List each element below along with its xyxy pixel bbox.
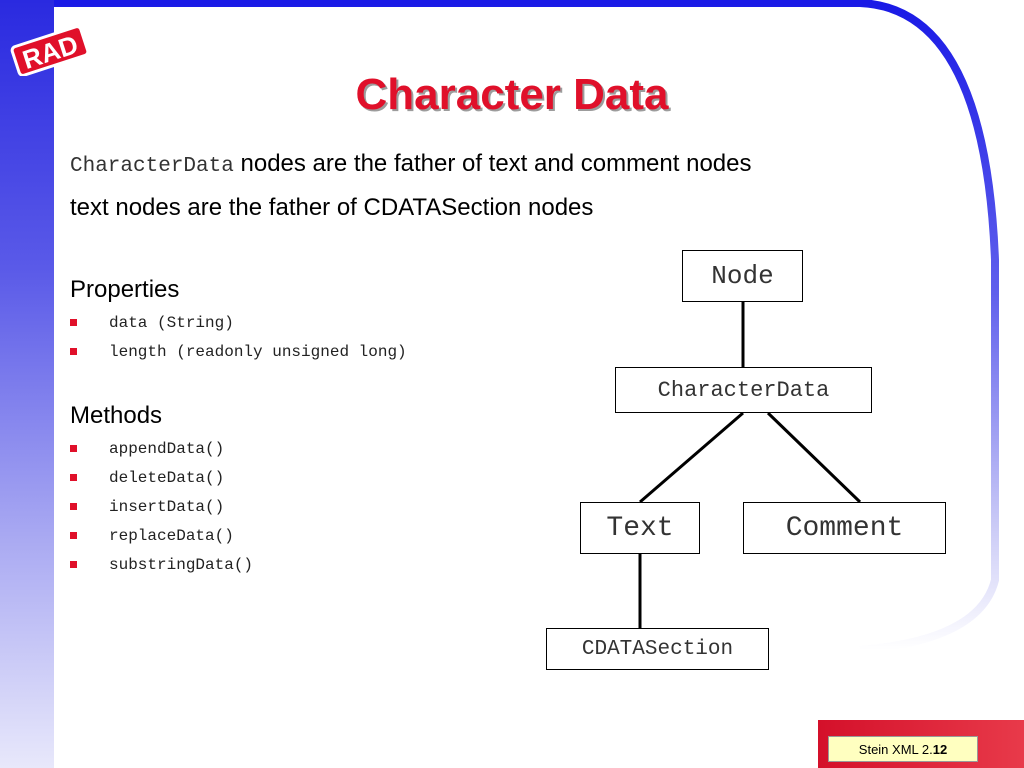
bullet-icon bbox=[70, 319, 77, 326]
bullet-icon bbox=[70, 532, 77, 539]
intro-line-2: text nodes are the father of CDATASectio… bbox=[70, 194, 594, 221]
connector-characterdata-text bbox=[639, 411, 744, 504]
properties-heading: Properties bbox=[70, 276, 180, 303]
list-item: appendData() bbox=[70, 434, 253, 463]
bullet-icon bbox=[70, 561, 77, 568]
methods-heading: Methods bbox=[70, 402, 163, 429]
diagram-node-comment: Comment bbox=[743, 502, 946, 554]
list-item: data (String) bbox=[70, 308, 407, 337]
list-item: replaceData() bbox=[70, 521, 253, 550]
intro-code: CharacterData bbox=[70, 155, 234, 178]
left-gradient-bar bbox=[0, 0, 54, 768]
diagram-node-text: Text bbox=[580, 502, 700, 554]
bullet-icon bbox=[70, 503, 77, 510]
rad-logo: RAD bbox=[10, 26, 90, 76]
slide-number: Stein XML 2.12 bbox=[828, 736, 978, 762]
connector-characterdata-comment bbox=[766, 411, 862, 504]
list-item: deleteData() bbox=[70, 463, 253, 492]
bullet-icon bbox=[70, 474, 77, 481]
intro-line-1: CharacterData nodes are the father of te… bbox=[70, 150, 751, 178]
list-item: substringData() bbox=[70, 550, 253, 579]
intro-text: nodes are the father of text and comment… bbox=[233, 150, 752, 177]
diagram-node-cdatasection: CDATASection bbox=[546, 628, 769, 670]
list-item: insertData() bbox=[70, 492, 253, 521]
page-title: Character Data bbox=[355, 70, 669, 119]
bullet-icon bbox=[70, 348, 77, 355]
diagram-node-characterdata: CharacterData bbox=[615, 367, 872, 413]
properties-list: data (String) length (readonly unsigned … bbox=[70, 308, 407, 366]
methods-list: appendData() deleteData() insertData() r… bbox=[70, 434, 253, 579]
diagram-node-node: Node bbox=[682, 250, 803, 302]
bullet-icon bbox=[70, 445, 77, 452]
list-item: length (readonly unsigned long) bbox=[70, 337, 407, 366]
